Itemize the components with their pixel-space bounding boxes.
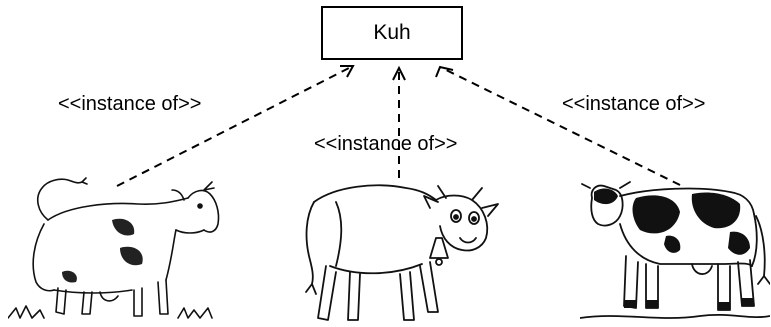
connector-right — [439, 66, 681, 186]
cow-sketch-icon — [8, 177, 220, 319]
class-name: Kuh — [373, 21, 411, 44]
class-box: Kuh — [321, 6, 463, 60]
arrowhead-left — [340, 65, 355, 78]
arrowhead-middle — [392, 65, 406, 81]
stereotype-label-middle: <<instance of>> — [314, 133, 458, 155]
connector-left — [116, 65, 354, 187]
arrowhead-right — [435, 65, 454, 78]
stereotype-label-right: <<instance of>> — [562, 93, 706, 115]
holstein-cow-icon — [580, 181, 770, 319]
stereotype-label-left: <<instance of>> — [58, 93, 202, 115]
cow-with-bell-icon — [305, 184, 499, 324]
